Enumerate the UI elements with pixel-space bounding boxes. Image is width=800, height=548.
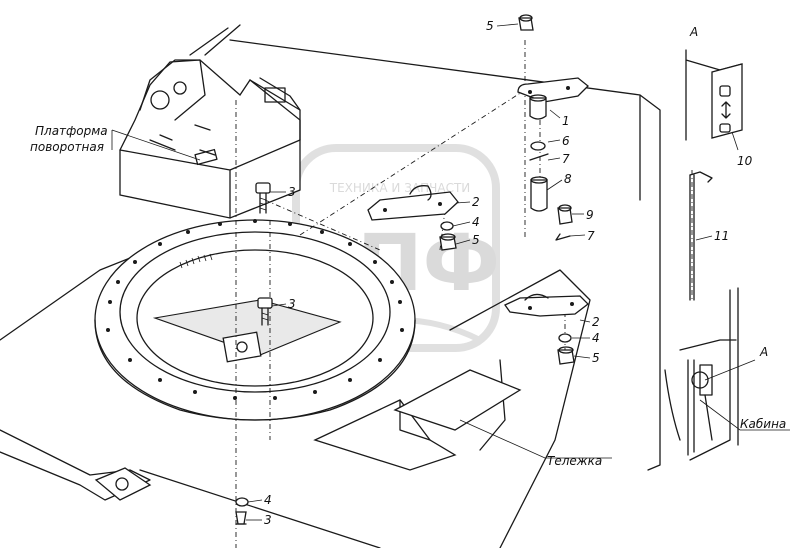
callout-4-lower: 4 <box>592 331 600 345</box>
callout-5-top: 5 <box>486 19 494 33</box>
callout-3-bottom: 3 <box>264 513 272 527</box>
cabin-label: Кабина <box>740 417 786 431</box>
watermark-caption: ТЕХНИКА И ЗАПЧАСТИ <box>329 181 471 195</box>
nut-5-upper <box>439 233 457 251</box>
callout-3-middle: 3 <box>288 297 296 311</box>
washer-lower <box>235 497 249 507</box>
callout-1: 1 <box>562 114 570 128</box>
leader-lines <box>111 23 790 521</box>
lever-1 <box>517 77 589 120</box>
callout-11: 11 <box>714 229 729 243</box>
callout-7-upper: 7 <box>562 152 570 166</box>
callout-7-lower: 7 <box>587 229 595 243</box>
trolley-body <box>94 369 522 501</box>
washer-6 <box>530 141 546 151</box>
callout-2-upper: 2 <box>472 195 480 209</box>
plate-2-lower <box>504 293 589 317</box>
callout-9: 9 <box>586 208 594 222</box>
callout-4-upper: 4 <box>472 215 480 229</box>
top-nut-5 <box>518 14 534 31</box>
callout-5-upper: 5 <box>472 233 480 247</box>
callout-5-lower: 5 <box>592 351 600 365</box>
plate-2-upper <box>367 185 459 221</box>
callout-2-lower: 2 <box>592 315 600 329</box>
sleeve-8 <box>530 176 548 212</box>
nut-9 <box>557 204 573 225</box>
bolt-upper <box>255 182 271 214</box>
callout-6: 6 <box>562 134 570 148</box>
turntable-ring <box>94 219 416 421</box>
callout-3-upper: 3 <box>288 185 296 199</box>
cabin-structure <box>664 287 739 461</box>
platform-label-line2: поворотная <box>30 140 104 154</box>
callout-8: 8 <box>564 172 572 186</box>
platform-label-line1: Платформа <box>35 124 108 138</box>
nut-5-lower <box>557 346 575 365</box>
view-a-label-cabin: А <box>759 345 768 359</box>
callout-10: 10 <box>737 154 753 168</box>
pin-7-lower <box>555 233 571 241</box>
view-a-label-top: А <box>689 25 698 39</box>
view-a-detail <box>685 49 743 141</box>
trolley-label: Тележка <box>547 454 602 468</box>
callout-numbers: 5 1 6 7 8 9 7 2 4 5 3 3 2 4 5 4 3 10 11 <box>264 19 753 527</box>
pin-7-upper <box>529 153 549 161</box>
callout-4-bottom: 4 <box>264 493 272 507</box>
rod-11 <box>689 171 713 301</box>
bolt-lower <box>235 511 247 525</box>
washer-4-upper <box>440 221 454 231</box>
rotating-platform <box>119 24 301 219</box>
washer-4-lower <box>558 333 572 343</box>
bolt-middle <box>257 297 273 326</box>
